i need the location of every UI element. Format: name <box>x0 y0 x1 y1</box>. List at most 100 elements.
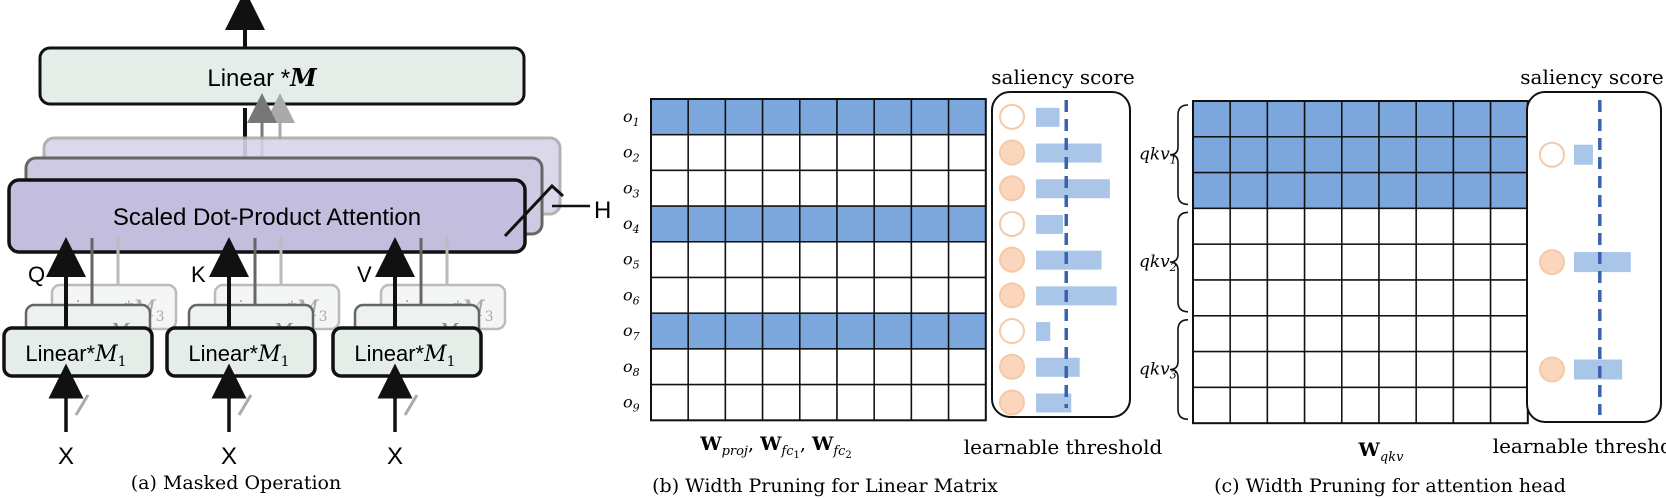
input-letter-label: V <box>357 262 372 287</box>
matrix-cell <box>836 276 875 314</box>
matrix-cell <box>947 169 987 207</box>
matrix-cell <box>1378 279 1417 317</box>
matrix-cell <box>947 98 987 136</box>
matrix-cell <box>947 133 987 172</box>
saliency-bar <box>1036 357 1080 377</box>
attention-label: Scaled Dot-Product Attention <box>113 204 421 231</box>
row-label: o1 <box>623 107 640 129</box>
linear-output-label: Linear *M <box>207 63 318 92</box>
matrix-cell <box>1378 207 1417 245</box>
linear-m1-label: Linear*M1 <box>188 341 289 370</box>
row-label: o7 <box>623 321 640 343</box>
matrix-cell <box>1229 243 1269 281</box>
matrix-cell <box>1266 386 1306 424</box>
saliency-scores-b <box>999 100 1117 416</box>
saliency-title-c: saliency score <box>1520 65 1663 89</box>
saliency-scores-c <box>1539 100 1631 415</box>
matrix-cell <box>1303 386 1343 424</box>
qkv-matrix-label: Wqkv <box>1358 439 1405 465</box>
matrix-cell <box>1303 100 1343 138</box>
matrix-cell <box>1415 243 1455 281</box>
matrix-cell <box>650 205 689 243</box>
x-branch-light <box>403 394 419 416</box>
group-label: qkv2 <box>1139 252 1177 274</box>
matrix-cell <box>761 241 801 279</box>
panel-a-caption: (a) Masked Operation <box>131 472 341 494</box>
matrix-cell <box>1229 315 1269 353</box>
matrix-cell <box>687 241 727 279</box>
matrix-cell <box>1341 350 1380 389</box>
matrix-cell <box>1303 207 1343 245</box>
matrix-cell <box>836 98 875 136</box>
matrix-cell <box>910 169 950 207</box>
matrix-cell <box>1415 207 1455 245</box>
matrix-cell <box>947 205 987 243</box>
input-letter-label: Q <box>28 262 45 287</box>
saliency-circle <box>999 246 1025 273</box>
row-label: o5 <box>623 250 640 272</box>
matrix-cell <box>650 276 689 314</box>
matrix-cell <box>910 383 950 422</box>
matrix-cell <box>873 205 913 243</box>
group-label: qkv3 <box>1139 360 1177 382</box>
matrix-cell <box>724 276 764 314</box>
matrix-cell <box>724 383 764 422</box>
matrix-cell <box>687 312 727 350</box>
qkv-input-groups: Linear*M3M2Linear*M1QXLinear*M3M2Linear*… <box>2 235 507 470</box>
x-label: X <box>221 443 237 470</box>
heads-bracket <box>503 183 565 238</box>
matrix-cell <box>836 383 875 422</box>
matrix-cell <box>687 169 727 207</box>
matrix-cell <box>1489 315 1529 353</box>
matrix-cell <box>1229 136 1269 174</box>
matrix-cell <box>947 276 987 314</box>
panel-b-caption: (b) Width Pruning for Linear Matrix <box>652 475 998 497</box>
matrix-cell <box>1229 386 1269 424</box>
matrix-cell <box>873 241 913 279</box>
matrix-cell <box>761 348 801 386</box>
matrix-cell <box>1452 171 1492 210</box>
matrix-cell <box>836 169 875 207</box>
matrix-cell <box>910 241 950 279</box>
matrix-cell <box>836 205 875 243</box>
matrix-cell <box>650 98 689 136</box>
matrix-cell <box>1452 315 1492 353</box>
matrix-cell <box>799 276 838 314</box>
matrix-cell <box>724 205 764 243</box>
matrix-cell <box>873 169 913 207</box>
matrix-cell <box>1452 350 1492 389</box>
matrix-cell <box>650 383 689 422</box>
matrix-cell <box>873 383 913 422</box>
group-label: qkv1 <box>1139 145 1177 167</box>
matrix-cell <box>947 383 987 422</box>
matrix-cell <box>1192 350 1231 389</box>
matrix-cell <box>799 205 838 243</box>
row-label: o9 <box>623 392 640 414</box>
matrix-cell <box>1303 171 1343 210</box>
saliency-circle <box>999 175 1025 202</box>
matrix-cell <box>1266 207 1306 245</box>
saliency-circle <box>1539 141 1565 168</box>
matrix-cell <box>1378 100 1417 138</box>
matrix-cell <box>1489 171 1529 210</box>
matrix-cell <box>687 383 727 422</box>
matrix-cell <box>1229 350 1269 389</box>
matrix-cell <box>1452 207 1492 245</box>
group-brace <box>1169 211 1189 313</box>
matrix-cell <box>1489 350 1529 389</box>
matrix-cell <box>1489 136 1529 174</box>
matrix-cell <box>1303 243 1343 281</box>
matrix-cell <box>1378 171 1417 210</box>
matrix-cell <box>650 169 689 207</box>
matrix-cell <box>1266 171 1306 210</box>
matrix-cell <box>761 98 801 136</box>
matrix-cell <box>724 133 764 172</box>
matrix-cell <box>1229 207 1269 245</box>
matrix-cell <box>1415 100 1455 138</box>
matrix-cell <box>1192 100 1231 138</box>
matrix-cell <box>1378 350 1417 389</box>
matrix-cell <box>724 312 764 350</box>
matrix-cell <box>650 133 689 172</box>
